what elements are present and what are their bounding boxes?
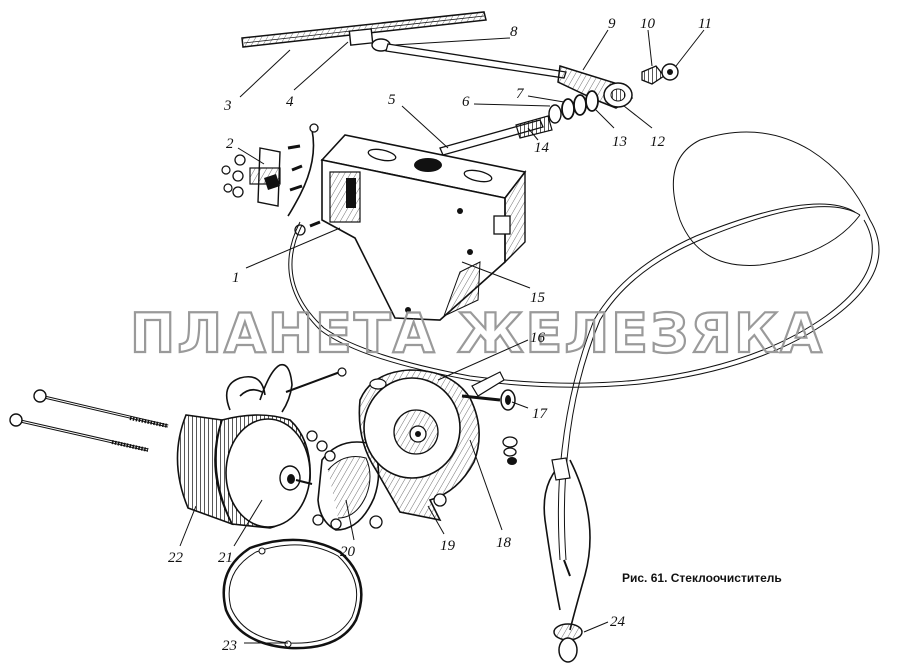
switch-assembly bbox=[221, 123, 321, 236]
callout-labels: 3 4 8 9 10 11 5 6 7 14 13 12 2 1 15 16 1… bbox=[168, 16, 712, 654]
callout-19: 19 bbox=[440, 538, 456, 554]
callout-7: 7 bbox=[516, 86, 525, 102]
watermark: ПЛАНЕТА ЖЕЛЕЗЯКА bbox=[130, 302, 824, 365]
gasket bbox=[222, 538, 363, 650]
gear-cover bbox=[312, 441, 383, 531]
callout-23: 23 bbox=[222, 638, 237, 654]
callout-22: 22 bbox=[168, 550, 184, 566]
callout-17: 17 bbox=[532, 406, 549, 422]
long-bolts bbox=[9, 389, 169, 452]
nut-and-cap bbox=[641, 63, 679, 85]
callout-14: 14 bbox=[534, 140, 550, 156]
callout-18: 18 bbox=[496, 535, 512, 551]
callout-1: 1 bbox=[232, 270, 240, 286]
leader-lines bbox=[179, 29, 705, 644]
callout-15: 15 bbox=[530, 290, 546, 306]
callout-21: 21 bbox=[218, 550, 233, 566]
callout-20: 20 bbox=[340, 544, 356, 560]
callout-12: 12 bbox=[650, 134, 666, 150]
wiper-arm bbox=[385, 43, 634, 109]
wiper-bracket bbox=[320, 134, 527, 321]
figure-caption: Рис. 61. Стеклоочиститель bbox=[622, 571, 782, 585]
callout-16: 16 bbox=[530, 330, 546, 346]
callout-2: 2 bbox=[226, 136, 234, 152]
callout-8: 8 bbox=[510, 24, 518, 40]
wiper-blade bbox=[241, 11, 487, 52]
callout-24: 24 bbox=[610, 614, 626, 630]
callout-13: 13 bbox=[612, 134, 627, 150]
crank-parts bbox=[500, 389, 518, 465]
motor-housing bbox=[176, 363, 347, 529]
callout-6: 6 bbox=[462, 94, 470, 110]
callout-5: 5 bbox=[388, 92, 396, 108]
callout-10: 10 bbox=[640, 16, 656, 32]
callout-9: 9 bbox=[608, 16, 616, 32]
gearbox bbox=[358, 369, 505, 522]
callout-11: 11 bbox=[698, 16, 712, 32]
spindle bbox=[439, 115, 553, 156]
callout-4: 4 bbox=[286, 94, 294, 110]
washers-stack bbox=[548, 90, 599, 124]
ground-wire bbox=[543, 457, 591, 663]
callout-3: 3 bbox=[223, 98, 232, 114]
